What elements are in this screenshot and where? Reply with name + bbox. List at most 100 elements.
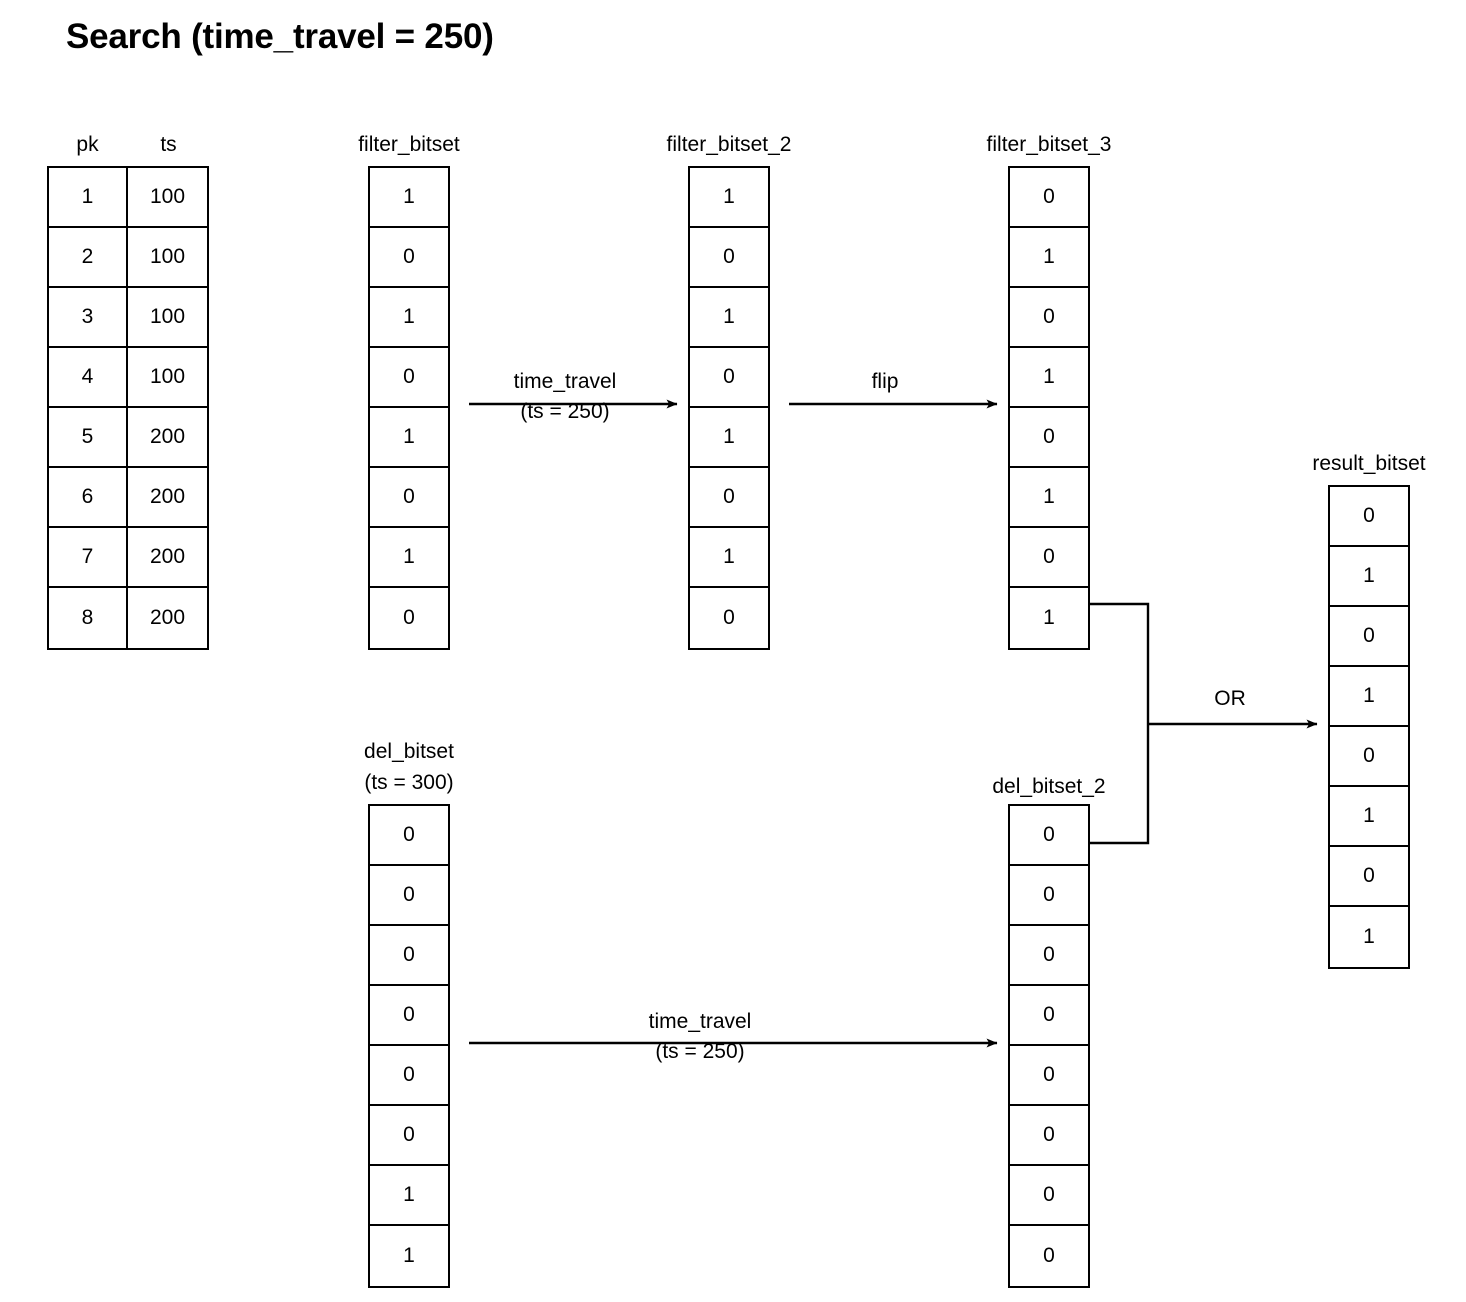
del-bitset-2-column: 0 0 0 0 0 0 0 0 (1008, 804, 1090, 1288)
table-cell-pk: 6 (49, 468, 128, 526)
bitset-cell: 0 (403, 365, 415, 388)
bitset-row: 0 (1010, 806, 1088, 866)
bitset-row: 0 (1330, 487, 1408, 547)
edge-label-flip: flip (871, 370, 899, 393)
bitset-row: 1 (1010, 348, 1088, 408)
bitset-row: 1 (1010, 228, 1088, 288)
bitset-row: 0 (690, 348, 768, 408)
bitset-cell: 0 (723, 606, 735, 629)
bitset-cell: 1 (1043, 606, 1055, 629)
bitset-row: 0 (1330, 847, 1408, 907)
bitset-cell: 0 (1363, 864, 1375, 887)
bitset-row: 0 (370, 986, 448, 1046)
table-cell-ts: 200 (149, 485, 186, 508)
bitset-row: 0 (370, 806, 448, 866)
label-filter-bitset: filter_bitset (358, 133, 460, 156)
bitset-cell: 0 (1043, 1003, 1055, 1026)
bitset-row: 0 (1010, 866, 1088, 926)
bitset-cell: 0 (723, 245, 735, 268)
bitset-cell: 1 (403, 185, 415, 208)
table-cell-pk: 3 (49, 288, 128, 346)
bitset-cell: 0 (403, 883, 415, 906)
bitset-row: 0 (1010, 528, 1088, 588)
bitset-cell: 0 (1043, 425, 1055, 448)
bitset-cell: 1 (1363, 564, 1375, 587)
bitset-row: 0 (370, 866, 448, 926)
table-cell-pk: 1 (49, 168, 128, 226)
bitset-row: 0 (1010, 986, 1088, 1046)
table-row: 4 100 (49, 348, 207, 408)
bitset-row: 1 (1010, 588, 1088, 648)
bitset-cell: 0 (1043, 1123, 1055, 1146)
table-cell-ts: 200 (149, 425, 186, 448)
table-cell-pk: 4 (49, 348, 128, 406)
bitset-row: 1 (690, 408, 768, 468)
bitset-row: 0 (1010, 1046, 1088, 1106)
bitset-cell: 0 (403, 606, 415, 629)
bitset-cell: 1 (403, 1244, 415, 1267)
bitset-row: 1 (370, 408, 448, 468)
bitset-row: 1 (370, 288, 448, 348)
bitset-row: 0 (1010, 168, 1088, 228)
bitset-row: 1 (370, 1166, 448, 1226)
bitset-cell: 1 (1043, 245, 1055, 268)
bitset-cell: 0 (1043, 943, 1055, 966)
bitset-cell: 1 (723, 305, 735, 328)
edge-label-or: OR (1214, 687, 1246, 710)
bitset-row: 0 (370, 228, 448, 288)
bitset-cell: 0 (1043, 883, 1055, 906)
bitset-cell: 0 (1043, 545, 1055, 568)
bitset-cell: 0 (1363, 504, 1375, 527)
edge-label-time-travel-bottom-line1: time_travel (648, 1010, 752, 1033)
bitset-row: 0 (1010, 926, 1088, 986)
bitset-row: 1 (690, 528, 768, 588)
bitset-cell: 0 (1043, 185, 1055, 208)
label-filter-bitset-2: filter_bitset_2 (666, 133, 792, 156)
label-filter-bitset-3: filter_bitset_3 (986, 133, 1112, 156)
bitset-row: 0 (690, 588, 768, 648)
column-header-pk: pk (76, 133, 99, 156)
bitset-cell: 1 (1363, 804, 1375, 827)
bitset-row: 0 (690, 468, 768, 528)
bitset-row: 1 (1330, 907, 1408, 967)
bitset-row: 0 (1010, 1226, 1088, 1286)
bitset-cell: 0 (1363, 744, 1375, 767)
edge-label-time-travel-top-line2: (ts = 250) (520, 400, 610, 423)
bitset-row: 1 (370, 1226, 448, 1286)
page-title: Search (time_travel = 250) (66, 17, 494, 56)
or-junction-path-top (1090, 602, 1150, 724)
table-cell-pk: 2 (49, 228, 128, 286)
bitset-row: 0 (1010, 1106, 1088, 1166)
result-bitset-column: 0 1 0 1 0 1 0 1 (1328, 485, 1410, 969)
table-row: 6 200 (49, 468, 207, 528)
bitset-row: 0 (1010, 1166, 1088, 1226)
bitset-cell: 0 (1043, 1183, 1055, 1206)
bitset-cell: 1 (1363, 925, 1375, 948)
bitset-cell: 0 (1043, 823, 1055, 846)
column-header-ts: ts (160, 133, 177, 156)
table-cell-ts: 200 (149, 606, 186, 629)
bitset-cell: 0 (723, 365, 735, 388)
table-cell-ts: 100 (149, 365, 186, 388)
edge-label-time-travel-top-line1: time_travel (513, 370, 617, 393)
bitset-row: 0 (1330, 607, 1408, 667)
bitset-row: 0 (370, 1046, 448, 1106)
bitset-row: 1 (370, 528, 448, 588)
bitset-cell: 1 (723, 545, 735, 568)
bitset-cell: 0 (1043, 305, 1055, 328)
bitset-cell: 1 (1363, 684, 1375, 707)
bitset-row: 0 (370, 926, 448, 986)
label-del-bitset-ts: (ts = 300) (364, 771, 454, 794)
bitset-cell: 1 (403, 425, 415, 448)
bitset-row: 1 (1010, 468, 1088, 528)
